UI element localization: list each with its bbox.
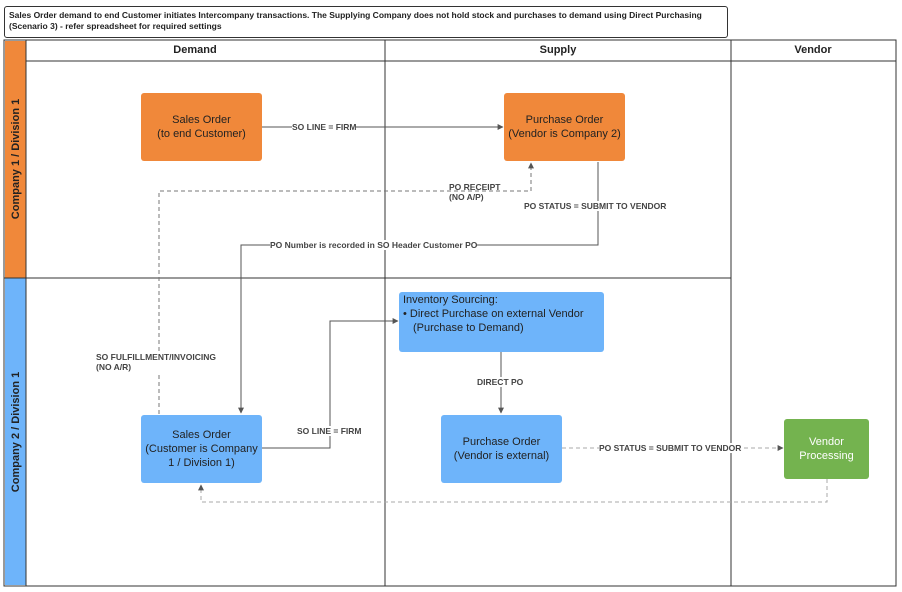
edge-po-number-recorded — [238, 162, 599, 414]
node-po-c2-line1: Purchase Order — [525, 114, 604, 126]
node-purchase-order-company2[interactable]: Purchase Order (Vendor is Company 2) — [504, 93, 625, 161]
edge-so-line-firm-bottom — [262, 318, 399, 449]
node-vendor-line2: Processing — [799, 450, 854, 462]
row-label-company1: Company 1 / Division 1 — [10, 99, 22, 219]
row-band-company1 — [5, 41, 26, 278]
edge-vendor-return — [198, 479, 828, 503]
diagram-title: Sales Order demand to end Customer initi… — [4, 6, 728, 38]
node-purchase-order-external[interactable]: Purchase Order (Vendor is external) — [441, 415, 562, 483]
edge-label-po-receipt-line2: (NO A/P) — [449, 192, 484, 202]
node-sourcing-line3: (Purchase to Demand) — [413, 322, 524, 334]
node-po-ext-line2: (Vendor is external) — [453, 450, 550, 462]
swimlane-frame — [3, 39, 897, 587]
node-so-end-line2: (to end Customer) — [157, 128, 246, 140]
edge-po-receipt — [158, 162, 534, 414]
edge-label-so-line-firm-top: SO LINE = FIRM — [292, 122, 357, 132]
diagram-title-line1: Sales Order demand to end Customer initi… — [9, 10, 702, 20]
edge-label-po-number-recorded: PO Number is recorded in SO Header Custo… — [270, 240, 478, 250]
node-vendor-processing[interactable]: Vendor Processing — [784, 419, 869, 479]
node-so-c1-line3: 1 / Division 1) — [168, 457, 235, 469]
edge-label-po-status-submit-bottom: PO STATUS = SUBMIT TO VENDOR — [599, 443, 742, 453]
node-sourcing-line2: • Direct Purchase on external Vendor — [403, 308, 584, 320]
node-sales-order-company1[interactable]: Sales Order (Customer is Company 1 / Div… — [141, 415, 262, 483]
node-vendor-line1: Vendor — [809, 436, 844, 448]
diagram-title-line2: (Scenario 3) - refer spreadsheet for req… — [9, 21, 222, 31]
edge-label-so-fulfillment: SO FULFILLMENT/INVOICING (NO A/R) — [96, 352, 216, 372]
lane-header-demand: Demand — [173, 44, 216, 56]
row-band-company2 — [5, 278, 26, 585]
node-po-c2-line2: (Vendor is Company 2) — [508, 128, 621, 140]
edge-label-so-fulfillment-line1: SO FULFILLMENT/INVOICING — [96, 352, 216, 362]
node-so-c1-line2: (Customer is Company — [145, 443, 258, 455]
lane-header-vendor: Vendor — [794, 44, 832, 56]
edge-label-so-fulfillment-line2: (NO A/R) — [96, 362, 132, 372]
edge-label-so-line-firm-bottom: SO LINE = FIRM — [297, 426, 362, 436]
node-so-c1-line1: Sales Order — [172, 429, 231, 441]
lane-header-supply: Supply — [540, 44, 578, 56]
edge-label-po-receipt: PO RECEIPT (NO A/P) — [449, 182, 500, 202]
node-sales-order-end-customer[interactable]: Sales Order (to end Customer) — [141, 93, 262, 161]
edge-label-po-receipt-line1: PO RECEIPT — [449, 182, 501, 192]
node-sourcing-line1: Inventory Sourcing: — [403, 294, 498, 306]
edge-label-po-status-submit-top: PO STATUS = SUBMIT TO VENDOR — [524, 201, 667, 211]
node-inventory-sourcing[interactable]: Inventory Sourcing: • Direct Purchase on… — [399, 292, 604, 352]
row-label-company2: Company 2 / Division 1 — [10, 372, 22, 492]
node-so-end-line1: Sales Order — [172, 114, 231, 126]
edge-label-direct-po: DIRECT PO — [477, 377, 524, 387]
node-po-ext-line1: Purchase Order — [462, 436, 541, 448]
